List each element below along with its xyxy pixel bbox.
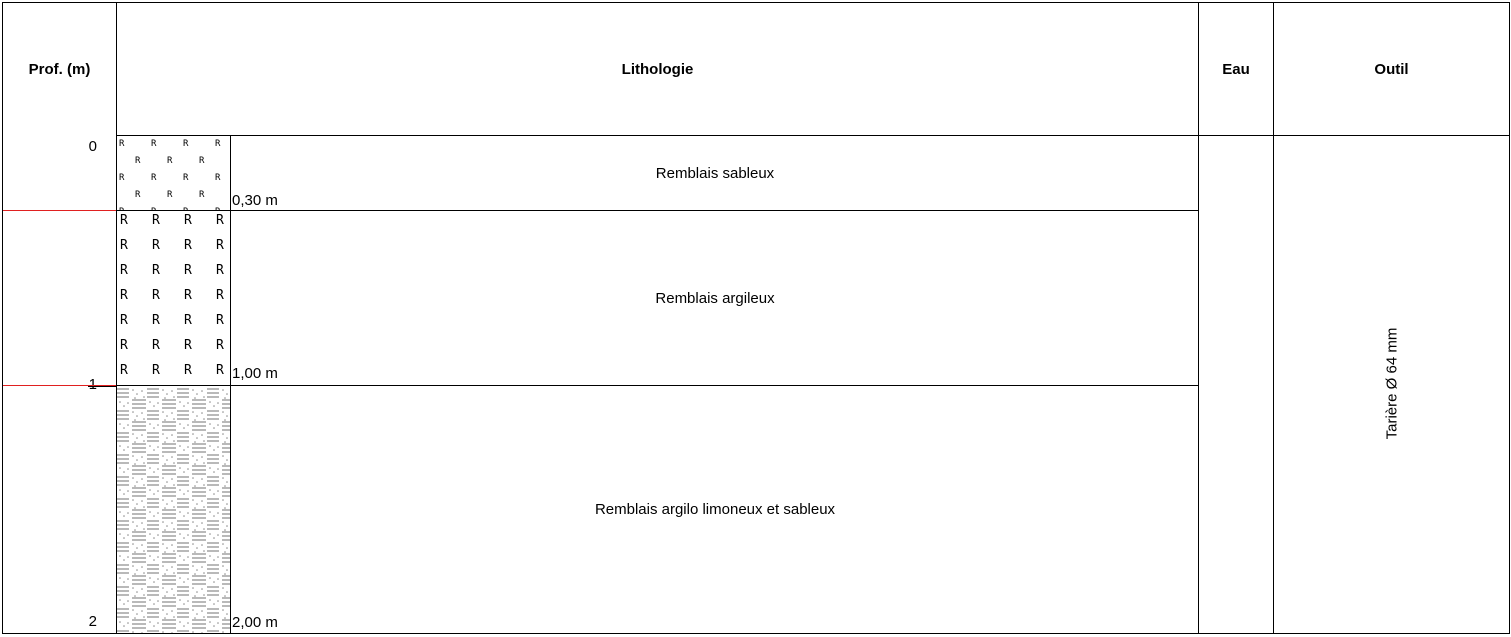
depth-tick-1: 1 [67, 376, 97, 393]
pattern-svg: R [117, 211, 230, 386]
header-divider [116, 135, 1510, 136]
tool-label: Tarière Ø 64 mm [1383, 327, 1401, 440]
depth-tick-2: 2 [88, 613, 97, 630]
header-lithology: Lithologie [621, 60, 694, 78]
pattern-column-edge [230, 136, 231, 633]
column-divider-water [1273, 2, 1274, 634]
column-divider-lithology [1198, 2, 1199, 634]
column-divider-depth [116, 2, 117, 634]
layer-boundary-marker [3, 385, 116, 386]
layer-description: Remblais sableux [655, 164, 775, 182]
header-tool: Outil [1374, 60, 1409, 78]
layer-divider-2 [231, 385, 1198, 386]
lithology-pattern-clay-fill: R [117, 211, 230, 386]
lithology-pattern-sand-fill: R R [117, 136, 230, 210]
layer-divider-2-pattern [117, 385, 231, 386]
layer-bottom-depth: 0,30 m [232, 192, 278, 209]
header-water: Eau [1222, 60, 1250, 78]
layer-description: Remblais argilo limoneux et sableux [594, 501, 836, 518]
layer-divider-1-pattern [117, 210, 231, 211]
lithology-pattern-clay-silt-sand-fill [117, 387, 230, 633]
layer-description: Remblais argileux [655, 289, 775, 307]
layer-bottom-depth: 2,00 m [232, 614, 278, 631]
layer-divider-1 [231, 210, 1198, 211]
header-depth: Prof. (m) [28, 60, 91, 78]
depth-tick-0: 0 [88, 138, 97, 155]
depth-tick-mark-1 [88, 386, 116, 387]
pattern-svg [117, 387, 230, 633]
layer-boundary-marker [3, 210, 116, 211]
pattern-svg: R R [117, 136, 230, 210]
layer-bottom-depth: 1,00 m [232, 365, 278, 382]
